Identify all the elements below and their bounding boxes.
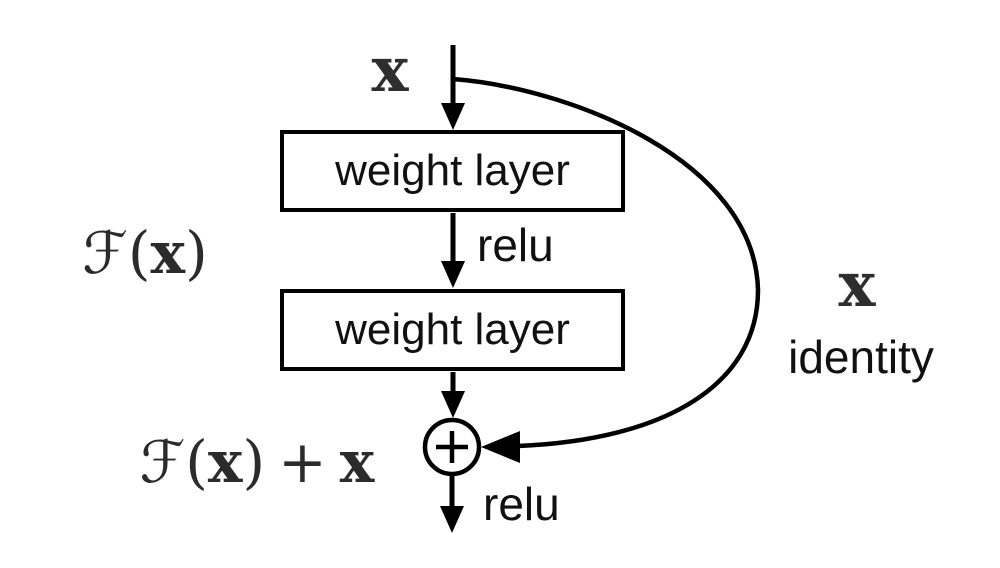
skip-arrowhead-icon	[481, 431, 520, 463]
input-arrowhead-icon	[441, 103, 465, 130]
weight-layer-box-1: weight layer	[280, 130, 625, 212]
mid-arrowhead-icon	[441, 261, 465, 288]
open-paren: (	[185, 428, 208, 496]
skip-connection-curve	[452, 76, 761, 449]
identity-label: identity	[788, 331, 934, 383]
open-paren: (	[127, 219, 151, 287]
weight-layer-label-2: weight layer	[335, 305, 570, 354]
skip-x-label: x	[838, 248, 876, 321]
weight-layer-box-2: weight layer	[280, 289, 625, 371]
output-expression-label: ℱ(x)+x	[140, 433, 375, 491]
script-f-symbol: ℱ	[82, 219, 128, 287]
output-x: x	[207, 428, 243, 496]
input-x-label: x	[371, 33, 409, 106]
residual-function-label: ℱ(x)	[82, 224, 207, 282]
relu-mid-label: relu	[477, 219, 554, 271]
to-add-arrowhead-icon	[441, 391, 465, 418]
output-arrowhead-icon	[440, 506, 464, 533]
close-paren: )	[185, 219, 208, 287]
weight-layer-label-1: weight layer	[335, 146, 570, 195]
script-f-symbol: ℱ	[139, 428, 186, 496]
close-paren: )	[242, 428, 266, 496]
residual-x: x	[150, 219, 186, 287]
relu-out-label: relu	[483, 478, 560, 530]
plus-sign: +	[278, 428, 327, 496]
identity-x: x	[339, 428, 375, 496]
